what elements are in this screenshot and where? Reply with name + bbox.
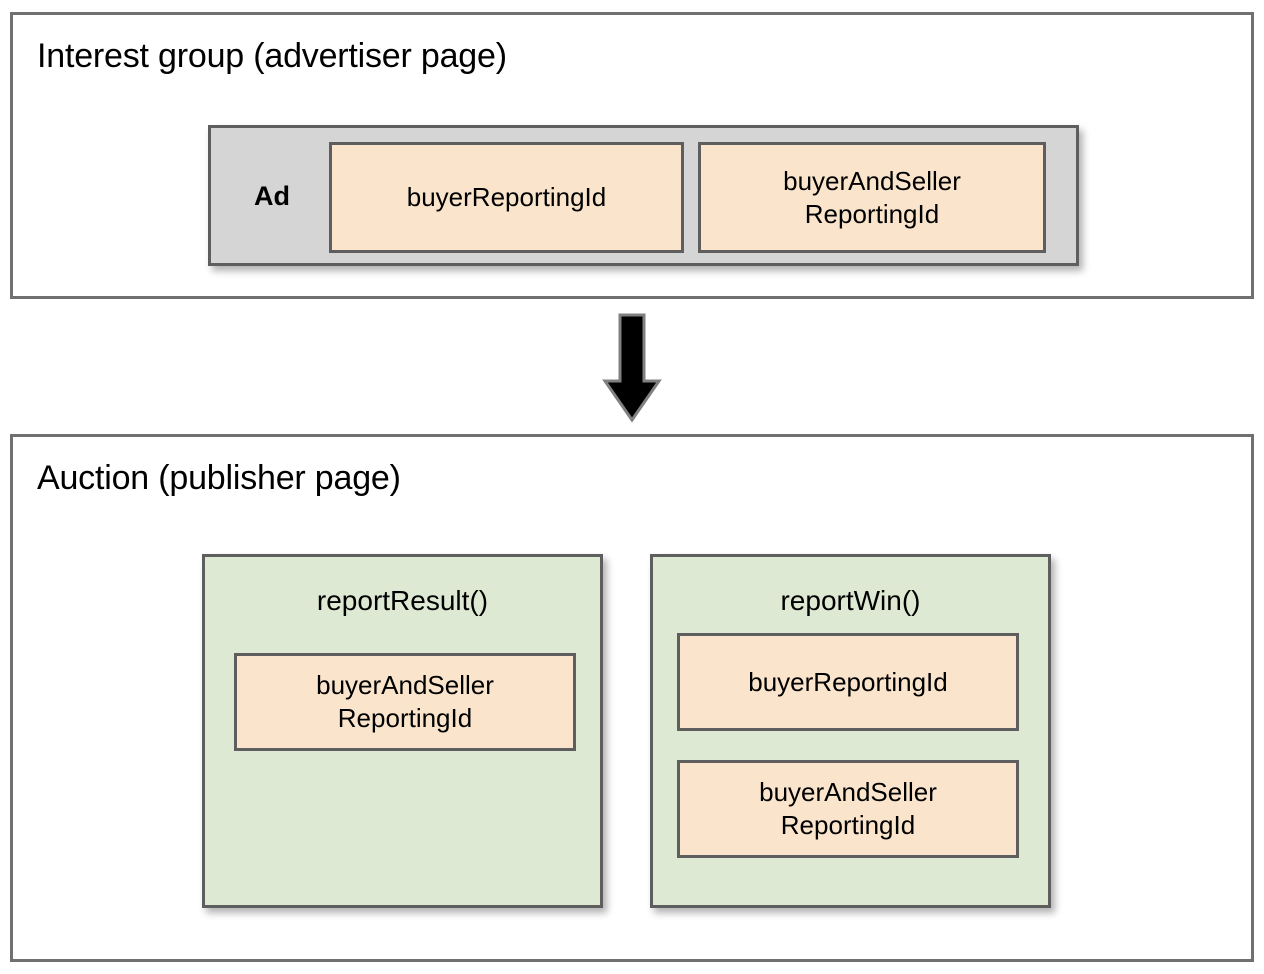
report-result-field-buyer-and-seller-reporting-id-label: buyerAndSeller ReportingId	[316, 670, 494, 733]
interest-group-title: Interest group (advertiser page)	[37, 37, 507, 75]
report-result-box: reportResult() buyerAndSeller ReportingI…	[202, 554, 603, 908]
interest-group-section: Interest group (advertiser page) Ad buye…	[10, 12, 1254, 299]
ad-field-buyer-reporting-id: buyerReportingId	[329, 142, 684, 253]
ad-field-buyer-and-seller-reporting-id-label: buyerAndSeller ReportingId	[783, 165, 961, 229]
report-win-field-buyer-and-seller-reporting-id-label: buyerAndSeller ReportingId	[759, 777, 937, 840]
report-win-box: reportWin() buyerReportingId buyerAndSel…	[650, 554, 1051, 908]
report-result-title: reportResult()	[316, 585, 489, 616]
ad-field-buyer-and-seller-reporting-id: buyerAndSeller ReportingId	[698, 142, 1046, 253]
auction-title: Auction (publisher page)	[37, 459, 401, 497]
ad-label: Ad	[254, 180, 290, 211]
report-win-field-buyer-reporting-id-label: buyerReportingId	[748, 666, 948, 697]
report-win-field-buyer-reporting-id: buyerReportingId	[677, 633, 1019, 731]
ad-container: Ad buyerReportingId buyerAndSeller Repor…	[208, 125, 1079, 266]
down-arrow-icon	[602, 313, 662, 423]
report-win-field-buyer-and-seller-reporting-id: buyerAndSeller ReportingId	[677, 760, 1019, 858]
report-win-title: reportWin()	[780, 585, 921, 616]
ad-field-buyer-reporting-id-label: buyerReportingId	[406, 182, 607, 212]
report-result-field-buyer-and-seller-reporting-id: buyerAndSeller ReportingId	[234, 653, 576, 751]
auction-section: Auction (publisher page)	[10, 434, 1254, 962]
